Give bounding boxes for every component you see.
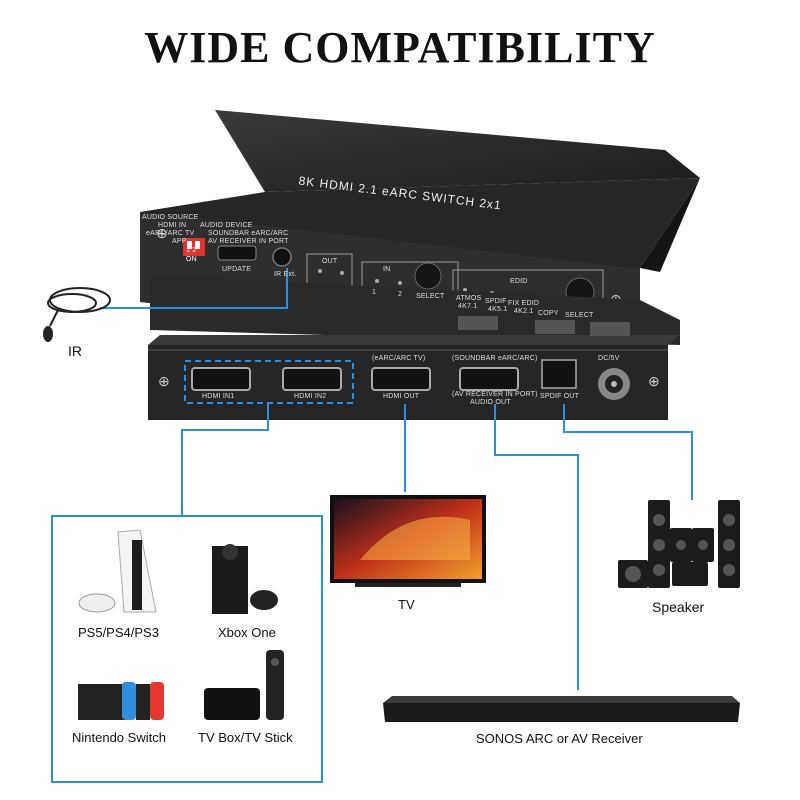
in-1-label: 1 [372,289,377,296]
sources-box [51,515,323,783]
hdmi-in-label: HDMI IN [158,222,187,229]
xbox-console [212,544,278,614]
tv [330,495,486,587]
source-label-switch: Nintendo Switch [72,730,166,745]
copy-label: COPY [538,310,559,317]
soundbar-label-small: SOUNDBAR eARC/ARC [208,230,289,237]
4k21-label: 4K2.1 [514,308,534,315]
soundbar-device [383,703,740,722]
nintendo-switch [78,682,164,720]
dip-12-label: 1 2 [186,247,197,254]
page-title: WIDE COMPATIBILITY [144,23,656,72]
in-label: IN [383,266,391,273]
tv-box [204,650,284,720]
svg-text:⊕: ⊕ [648,373,660,389]
ir-cable [47,287,111,327]
spdif-out-label: SPDIF OUT [540,393,580,400]
ir-label: IR [68,343,82,359]
earc-tv-label: eARC/ARC TV [146,230,195,237]
source-label-xbox: Xbox One [218,625,276,640]
svg-text:⊕: ⊕ [156,225,168,241]
ir-ext-label: IR Ext. [274,271,297,278]
in-2-label: 2 [398,291,403,298]
hdmi-out-label: HDMI OUT [383,393,420,400]
connection-lines [100,268,693,690]
update-label: UPDATE [222,266,252,273]
in-select-label: SELECT [416,293,445,300]
av-receiver-label: (AV RECEIVER IN PORT) [452,391,538,398]
speaker-system [618,500,740,588]
4k71-label: 4K7.1 [458,303,478,310]
ps5-console [78,529,157,613]
hdmi-in1-label: HDMI IN1 [202,393,235,400]
earc-tv-top-label: (eARC/ARC TV) [372,355,426,362]
edid-select-label: SELECT [565,312,594,319]
back-ports [191,359,630,400]
edid-label: EDID [510,278,528,285]
spdif-label: SPDIF [485,298,507,305]
svg-text:⊕: ⊕ [158,373,170,389]
hdmi-in2-label: HDMI IN2 [294,393,327,400]
soundbar-label: SONOS ARC or AV Receiver [476,731,643,746]
source-label-tvbox: TV Box/TV Stick [198,730,293,745]
dip-on-label: ON [186,256,197,263]
audio-device-label: AUDIO DEVICE [200,222,253,229]
4k51-label: 4K5.1 [488,306,508,313]
av-receiver-port-label: AV RECEIVER IN PORT [208,238,289,245]
speaker-label: Speaker [652,599,705,615]
hdmi-in-highlight [184,360,354,404]
dc-5v-label: DC/5V [598,355,620,362]
audio-source-label: AUDIO SOURCE [142,214,199,221]
soundbar-top-label: (SOUNDBAR eARC/ARC) [452,355,538,362]
tv-label: TV [398,597,415,612]
atmos-label: ATMOS [456,295,482,302]
out-label: OUT [322,258,338,265]
app-label: APP [172,238,187,245]
fix-edid-label: FIX EDID [508,300,540,307]
source-label-ps: PS5/PS4/PS3 [78,625,159,640]
audio-out-label: AUDIO OUT [470,399,511,406]
